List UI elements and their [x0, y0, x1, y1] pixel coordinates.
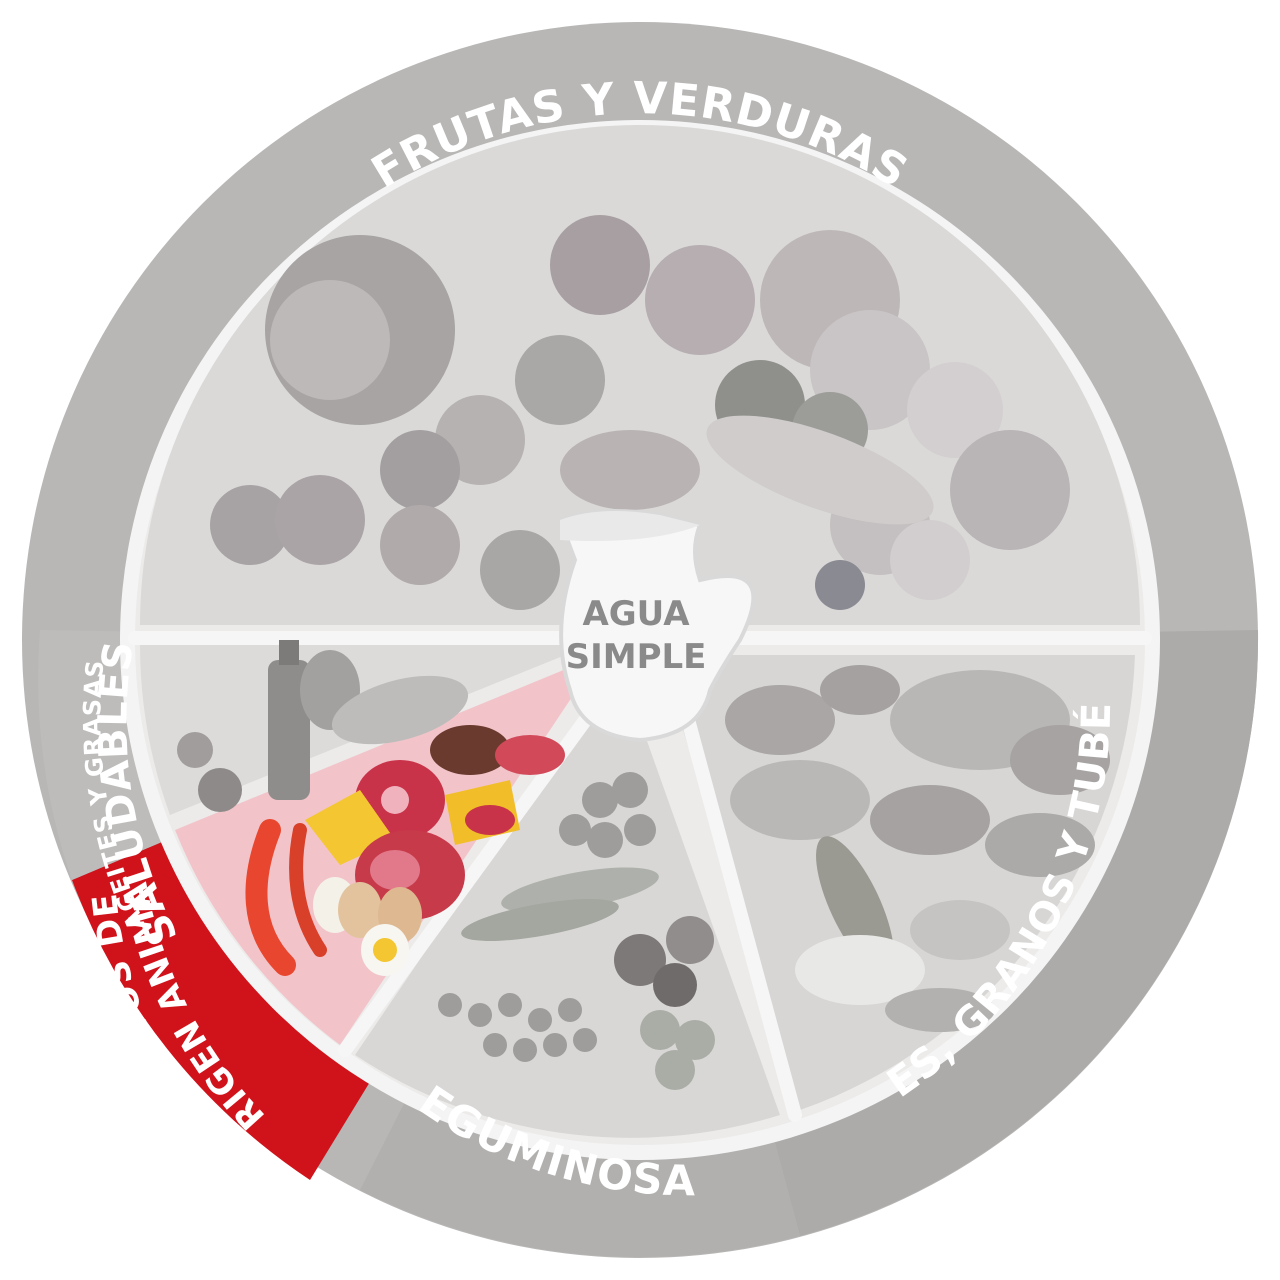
- water-jug-icon: AGUA SIMPLE: [557, 509, 756, 743]
- beans-lentils-icon: [438, 772, 715, 1090]
- bread-corn-rice-icon: [725, 665, 1110, 1032]
- meat-cheese-egg-shrimp-icon: [245, 725, 565, 976]
- fruit-vegetable-pile-icon: [210, 215, 1070, 610]
- water-label-line2: SIMPLE: [566, 637, 707, 677]
- water-label-line1: AGUA: [582, 594, 690, 634]
- oil-bottle-olive-icon: [177, 640, 469, 812]
